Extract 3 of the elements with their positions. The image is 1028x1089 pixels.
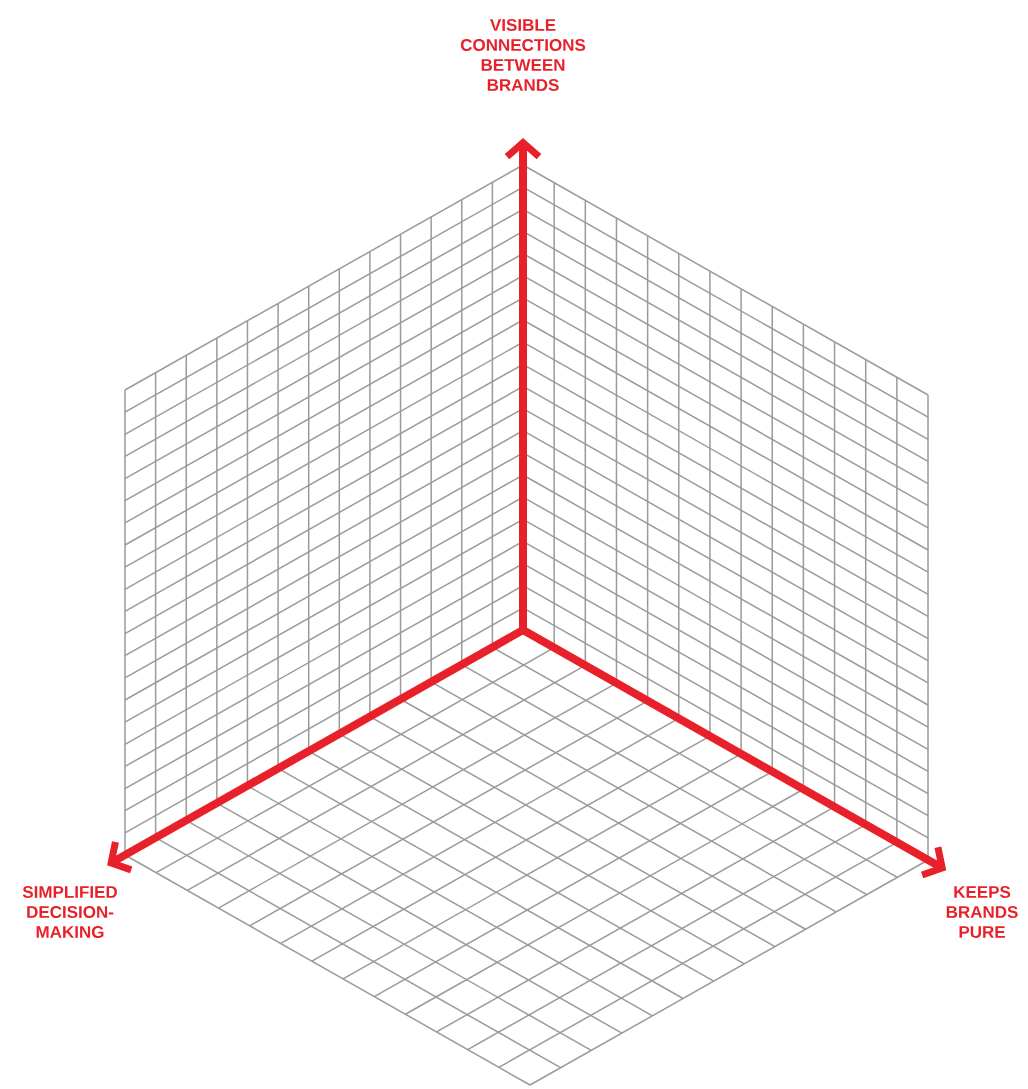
axis-label: SIMPLIFIED DECISION-MAKING: [22, 886, 117, 939]
axis-label: KEEPS BRANDS PURE: [946, 886, 1018, 939]
axis-label: VISIBLE CONNECTIONS BETWEEN BRANDS: [460, 19, 586, 91]
